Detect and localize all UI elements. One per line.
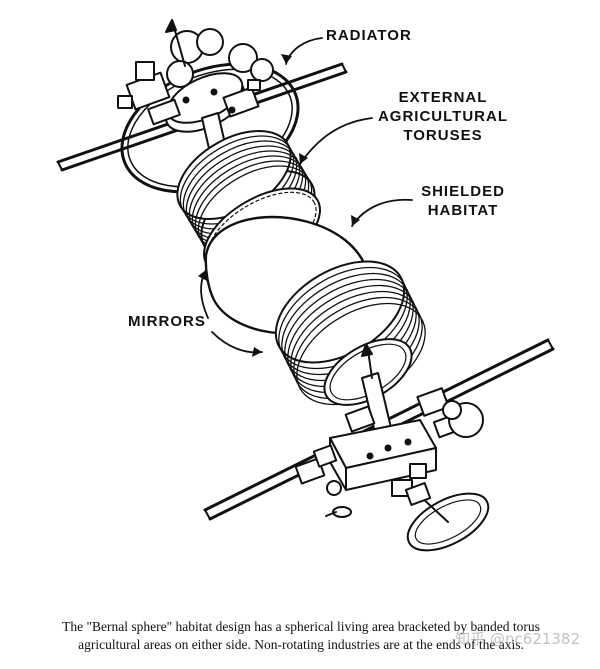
torus-label-line1: EXTERNAL [398,89,488,106]
torus-label-line3: TORUSES [403,127,483,144]
habitat-label-line2: HABITAT [427,202,499,219]
radiator-label: RADIATOR [326,27,412,44]
radiator-arrow [285,37,323,65]
figure-caption: The "Bernal sphere" habitat design has a… [18,618,584,654]
torus-label-line2: AGRICULTURAL [377,108,509,125]
torus-label: EXTERNAL AGRICULTURAL TORUSES [368,88,518,145]
habitat-label: SHIELDED HABITAT [408,182,518,220]
watermark: 知乎 @nc621382 [455,630,580,648]
mirrors-label: MIRRORS [128,313,206,330]
upper-industry-module [117,19,274,133]
lower-agricultural-torus [274,260,426,406]
torus-arrow [299,117,373,165]
caption-line1: The "Bernal sphere" habitat design has a… [62,619,540,634]
habitat-label-line1: SHIELDED [421,183,505,200]
lower-industry-module [294,387,490,552]
callout-arrows [198,37,413,357]
caption-line2: agricultural areas on either side. Non-r… [78,637,524,652]
habitat-arrow [351,198,413,227]
